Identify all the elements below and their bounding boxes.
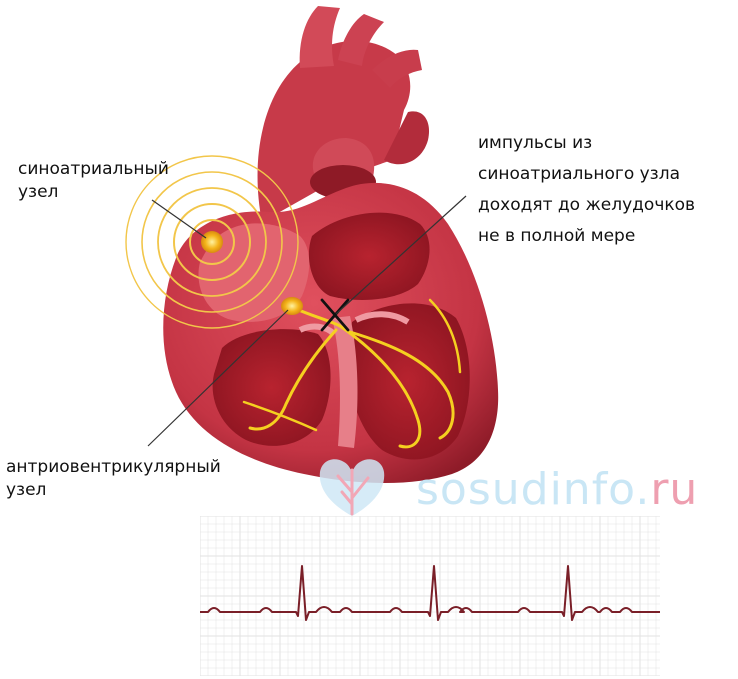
- impulse-note-label: импульсы из синоатриального узла доходят…: [478, 128, 695, 252]
- label-line: антриовентрикулярный: [6, 456, 221, 479]
- ecg-grid: [200, 516, 660, 676]
- sinoatrial-node-label: синоатриальный узел: [18, 158, 169, 204]
- av-node: [281, 297, 303, 315]
- ecg-strip: [200, 516, 660, 676]
- watermark: sosudinfo.ru: [416, 464, 698, 515]
- watermark-main: sosudinfo: [416, 464, 635, 515]
- label-line: доходят до желудочков: [478, 190, 695, 221]
- watermark-tld: ru: [650, 464, 698, 515]
- watermark-dot: .: [635, 464, 650, 515]
- label-line: синоатриальный: [18, 158, 169, 181]
- label-line: узел: [6, 479, 221, 502]
- label-line: узел: [18, 181, 169, 204]
- label-line: синоатриального узла: [478, 159, 695, 190]
- sinoatrial-node: [201, 231, 223, 253]
- av-node-label: антриовентрикулярный узел: [6, 456, 221, 502]
- label-line: не в полной мере: [478, 221, 695, 252]
- watermark-logo-icon: [312, 452, 392, 522]
- label-line: импульсы из: [478, 128, 695, 159]
- heart-illustration: [0, 0, 738, 520]
